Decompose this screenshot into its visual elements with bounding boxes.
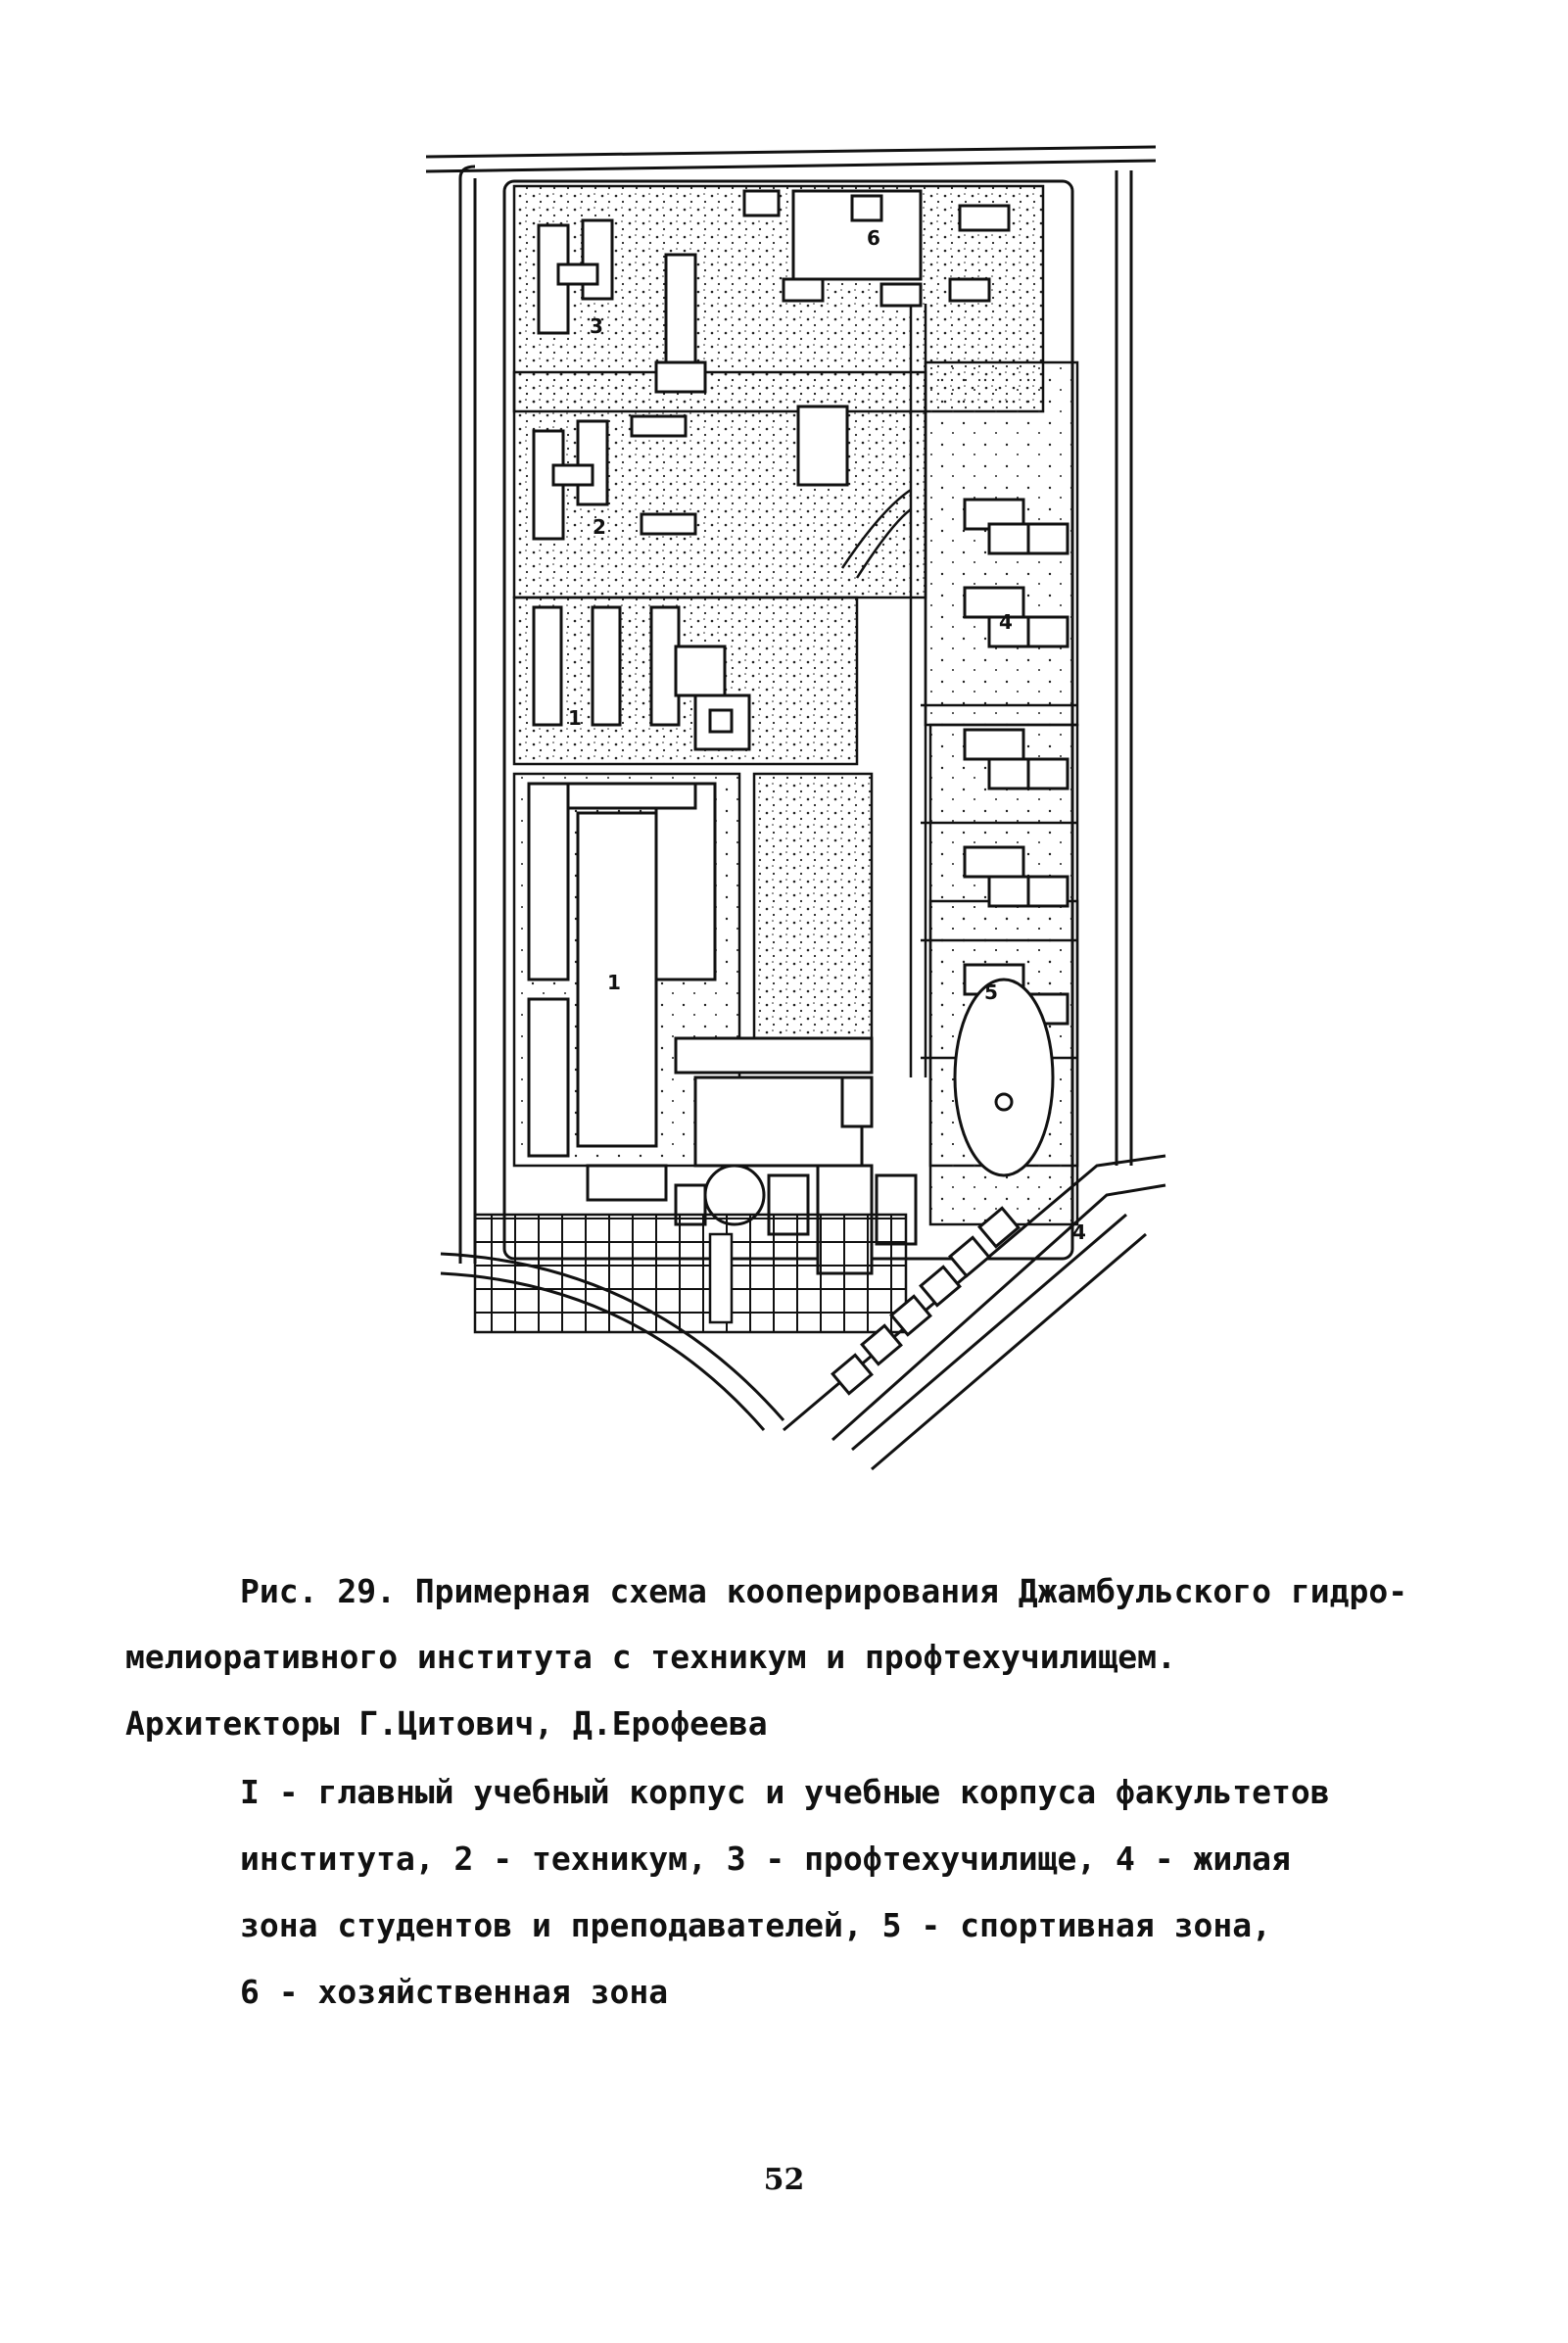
page-number: 52	[763, 2163, 805, 2197]
legend-line-1: I - главный учебный корпус и учебные кор…	[240, 1773, 1330, 1811]
zone-label-1-main: 1	[607, 971, 621, 994]
zone-label-5: 5	[984, 980, 998, 1004]
caption-line-1: Рис. 29. Примерная схема кооперирования …	[240, 1572, 1408, 1610]
legend-line-3: зона студентов и преподавателей, 5 - спо…	[240, 1906, 1271, 1944]
zone-label-6: 6	[867, 226, 880, 250]
caption-line-2: мелиоративного института с техникум и пр…	[125, 1638, 1176, 1676]
zone-label-1-upper: 1	[568, 706, 582, 730]
zone-label-3: 3	[590, 314, 603, 338]
zone-label-4-south: 4	[1072, 1220, 1086, 1244]
zone-label-4: 4	[999, 610, 1013, 634]
caption-authors: Архитекторы Г.Цитович, Д.Ерофеева	[125, 1704, 768, 1743]
site-plan-figure: 1 1 2 3 4 4 5 6	[425, 145, 1166, 1471]
legend-line-4: 6 - хозяйственная зона	[240, 1973, 669, 2011]
zone-label-2: 2	[593, 515, 606, 539]
legend-line-2: института, 2 - техникум, 3 - профтехучил…	[240, 1840, 1291, 1878]
